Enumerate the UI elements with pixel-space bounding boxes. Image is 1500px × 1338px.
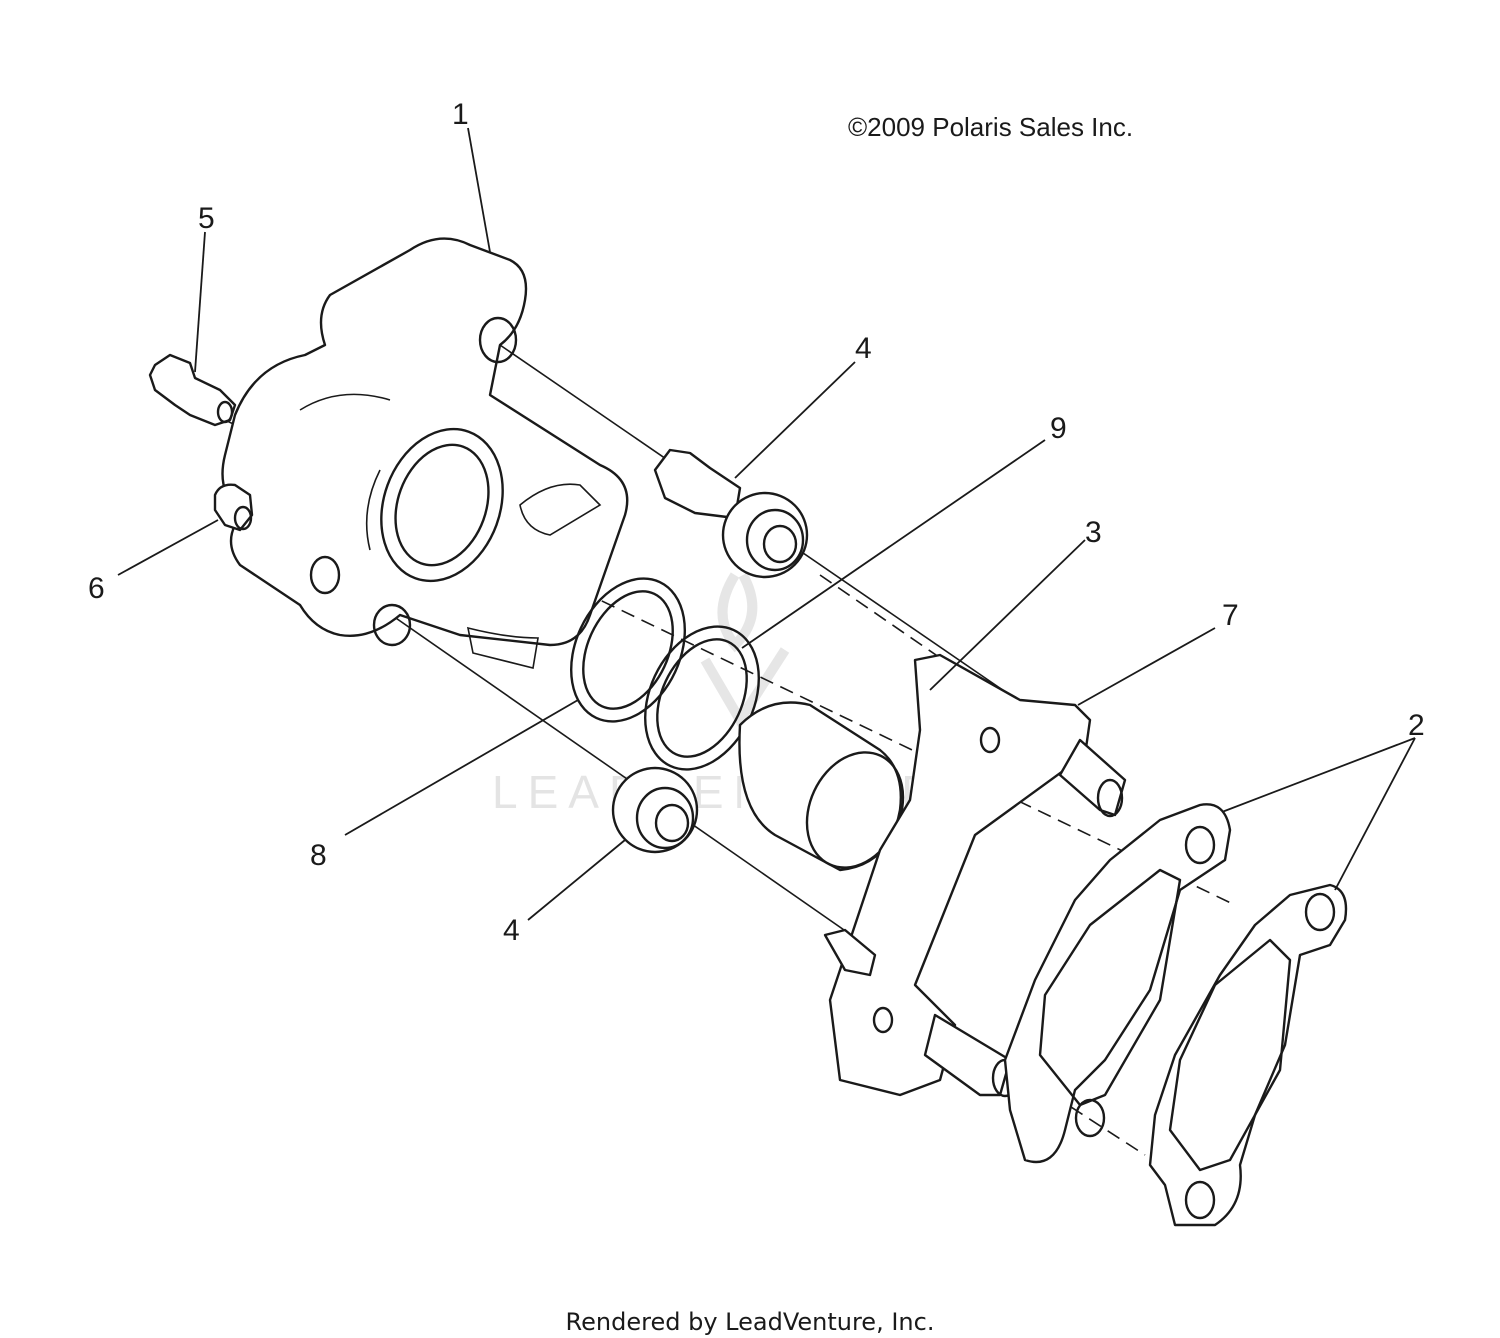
- callout-8: 8: [310, 839, 327, 872]
- piston-seal: [570, 577, 686, 723]
- brake-pad-outer: [1148, 883, 1348, 1227]
- pin-boot-upper: [653, 448, 809, 579]
- callout-6: 6: [88, 572, 105, 605]
- callout-2: 2: [1408, 709, 1425, 742]
- callout-7: 7: [1222, 599, 1239, 632]
- callout-4-lower: 4: [503, 914, 520, 947]
- callout-3: 3: [1085, 516, 1102, 549]
- pin-boot-lower: [611, 766, 699, 854]
- caliper-bracket: [823, 653, 1127, 1098]
- bleeder-screw: [148, 353, 237, 427]
- copyright-notice: ©2009 Polaris Sales Inc.: [848, 112, 1133, 142]
- brake-pad-inner: [1003, 803, 1232, 1164]
- footer-credit: Rendered by LeadVenture, Inc.: [566, 1308, 935, 1336]
- callout-5: 5: [198, 202, 215, 235]
- bleeder-cap: [213, 483, 254, 532]
- callout-leaders: [117, 127, 1416, 921]
- callout-9: 9: [1050, 412, 1067, 445]
- caliper-body: [221, 237, 629, 669]
- callout-1: 1: [452, 98, 469, 131]
- callout-4-upper: 4: [855, 332, 872, 365]
